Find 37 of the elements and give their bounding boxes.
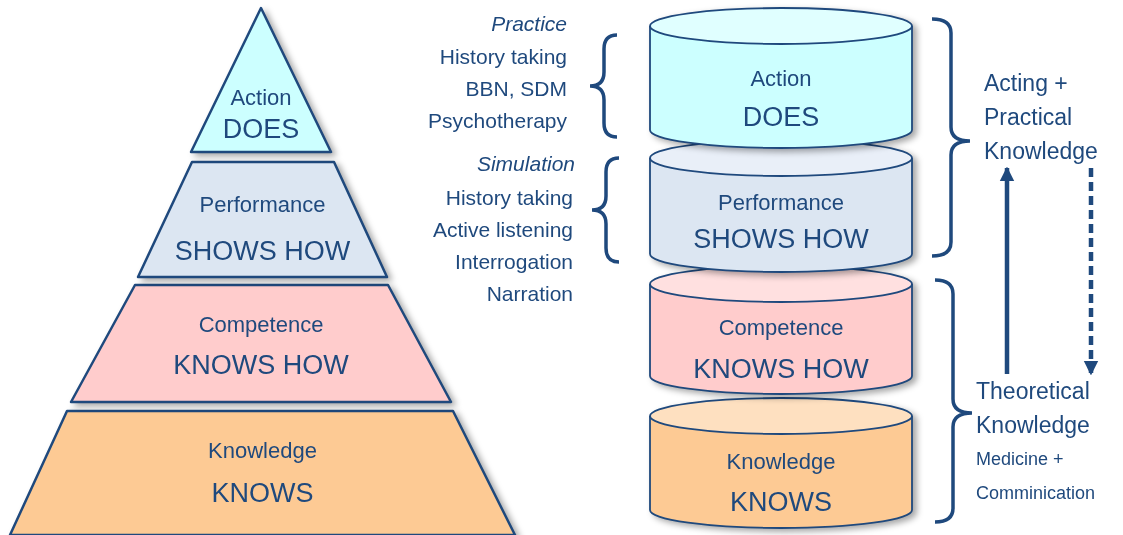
list-item: Narration xyxy=(486,281,573,307)
list-item: Active listening xyxy=(432,217,573,243)
level-verb: KNOWS xyxy=(210,479,315,509)
side-note: Medicine + Comminication xyxy=(976,448,1097,505)
side-heading: Acting + Practical Knowledge xyxy=(984,69,1099,166)
level-name: Knowledge xyxy=(207,438,318,464)
level-name: Action xyxy=(749,66,813,92)
level-verb: KNOWS HOW xyxy=(172,351,350,381)
level-name: Knowledge xyxy=(725,449,837,475)
level-name: Action xyxy=(229,85,293,111)
list-item: Interrogation xyxy=(455,249,573,275)
level-name: Performance xyxy=(717,190,845,216)
cylinder xyxy=(650,8,912,148)
level-verb: DOES xyxy=(221,115,301,145)
level-name: Performance xyxy=(198,192,327,218)
pyramid-top-triangle xyxy=(191,8,331,152)
cylinder xyxy=(650,266,912,394)
pyramid-tier xyxy=(10,411,515,535)
group-heading: Practice xyxy=(491,11,567,37)
group-heading: Simulation xyxy=(476,151,575,177)
arrow xyxy=(1083,168,1099,376)
level-verb: SHOWS HOW xyxy=(173,237,352,267)
arrow xyxy=(999,166,1015,374)
list-item: History taking xyxy=(445,185,573,211)
level-verb: KNOWS HOW xyxy=(692,355,870,385)
level-name: Competence xyxy=(717,315,845,341)
level-verb: KNOWS xyxy=(729,488,833,518)
pyramid-tier xyxy=(71,285,451,402)
level-verb: DOES xyxy=(741,103,821,133)
level-name: Competence xyxy=(197,312,325,338)
level-verb: SHOWS HOW xyxy=(692,225,870,255)
pyramid-tier xyxy=(138,162,387,277)
list-item: History taking xyxy=(439,44,567,70)
cylinder xyxy=(650,398,912,528)
list-item: BBN, SDM xyxy=(465,76,567,102)
side-heading: Theoretical Knowledge xyxy=(976,377,1091,440)
list-item: Psychotherapy xyxy=(428,108,567,134)
